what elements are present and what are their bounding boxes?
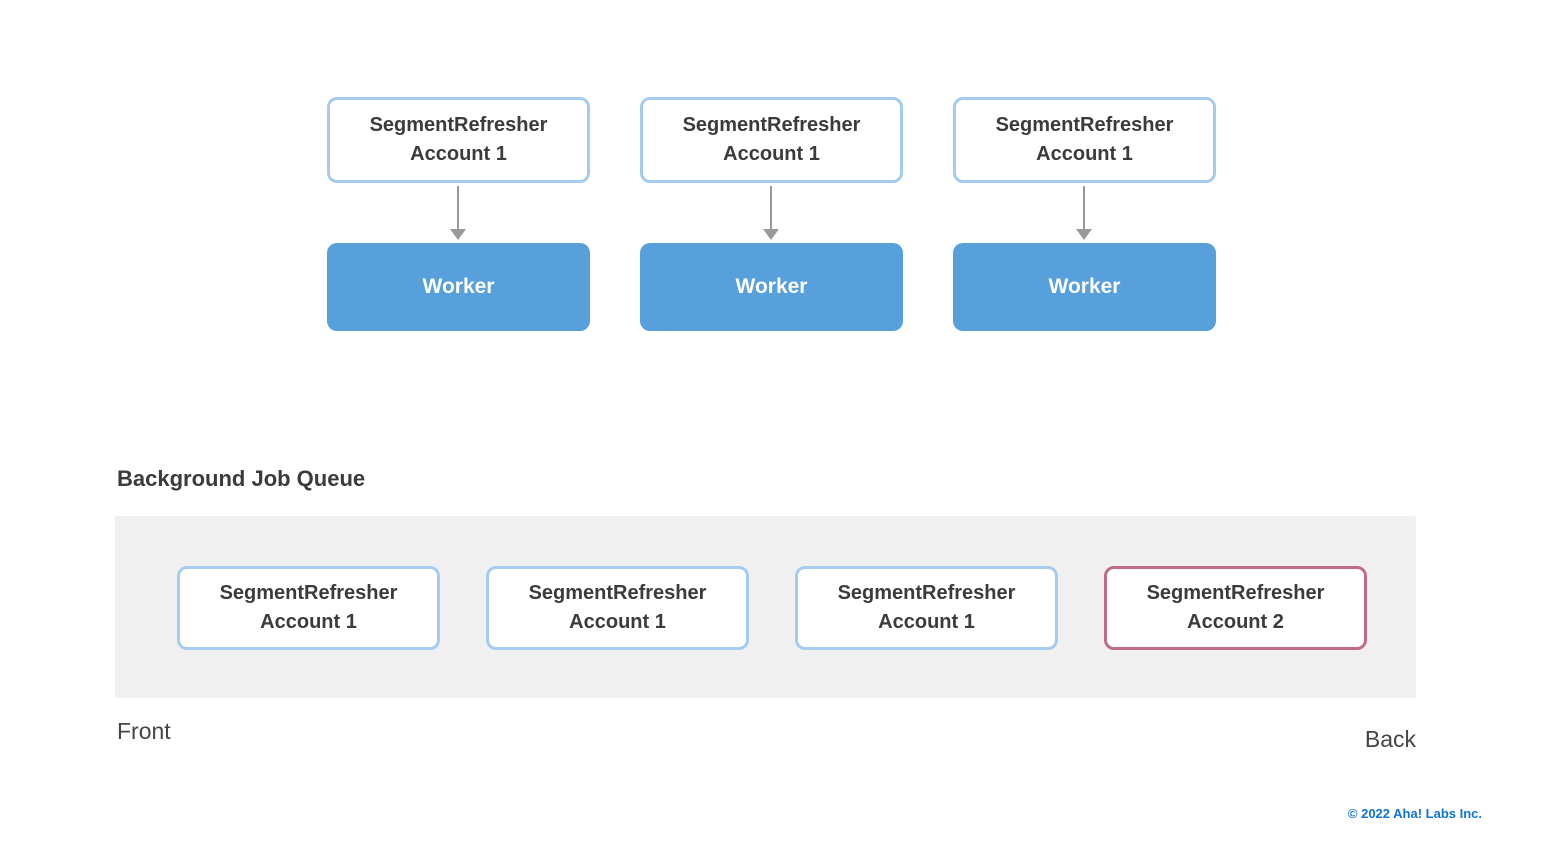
arrow-down-icon — [1076, 186, 1092, 240]
queue-item: SegmentRefresher Account 1 — [795, 566, 1058, 650]
queue-back-label: Back — [1364, 726, 1416, 752]
job-box: SegmentRefresher Account 1 — [640, 97, 903, 183]
arrow-head — [450, 229, 466, 240]
queue-item-label-line1: SegmentRefresher — [219, 582, 398, 604]
arrow-line — [770, 186, 772, 229]
job-box-label-line1: SegmentRefresher — [682, 114, 861, 136]
arrow-line — [1083, 186, 1085, 229]
job-box-label-line2: Account 1 — [410, 143, 507, 165]
worker-box: Worker — [953, 243, 1216, 331]
job-box-label-line2: Account 1 — [723, 143, 820, 165]
job-box-label-line1: SegmentRefresher — [995, 114, 1174, 136]
queue-front-label: Front — [117, 718, 171, 744]
arrow-down-icon — [763, 186, 779, 240]
queue-item: SegmentRefresher Account 1 — [486, 566, 749, 650]
worker-box-label: Worker — [1048, 275, 1121, 298]
queue-title: Background Job Queue — [117, 466, 366, 491]
arrow-line — [457, 186, 459, 229]
job-box: SegmentRefresher Account 1 — [953, 97, 1216, 183]
copyright-notice: © 2022 Aha! Labs Inc. — [1347, 806, 1482, 821]
queue-item-label-line1: SegmentRefresher — [1146, 582, 1325, 604]
queue-item-highlighted: SegmentRefresher Account 2 — [1104, 566, 1367, 650]
worker-box-label: Worker — [735, 275, 808, 298]
job-box-label-line1: SegmentRefresher — [369, 114, 548, 136]
queue-item-label-line2: Account 2 — [1187, 611, 1284, 633]
queue-item-label-line1: SegmentRefresher — [837, 582, 1016, 604]
queue-item-label-line2: Account 1 — [569, 611, 666, 633]
arrow-head — [1076, 229, 1092, 240]
job-box-label-line2: Account 1 — [1036, 143, 1133, 165]
worker-box: Worker — [640, 243, 903, 331]
queue-container: SegmentRefresher Account 1 SegmentRefres… — [115, 516, 1416, 698]
queue-item-label-line1: SegmentRefresher — [528, 582, 707, 604]
worker-box: Worker — [327, 243, 590, 331]
queue-item: SegmentRefresher Account 1 — [177, 566, 440, 650]
job-box: SegmentRefresher Account 1 — [327, 97, 590, 183]
arrow-head — [763, 229, 779, 240]
queue-item-label-line2: Account 1 — [878, 611, 975, 633]
queue-item-label-line2: Account 1 — [260, 611, 357, 633]
arrow-down-icon — [450, 186, 466, 240]
worker-box-label: Worker — [422, 275, 495, 298]
